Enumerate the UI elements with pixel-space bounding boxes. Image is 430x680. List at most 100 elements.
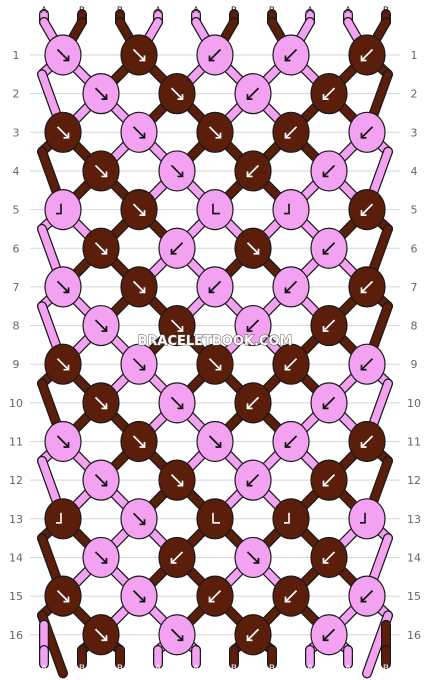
row-label-left: 7	[13, 281, 20, 294]
knot-arrow-icon	[284, 203, 290, 215]
knot-arrow-icon	[56, 48, 70, 62]
knot-arrow-icon	[360, 48, 374, 62]
row-label-right: 6	[411, 242, 418, 255]
bottom-string-label: B	[269, 664, 275, 674]
knot-arrow-icon	[322, 551, 336, 564]
top-string-label: A	[155, 6, 162, 16]
knot-arrow-icon	[246, 628, 260, 642]
row-label-left: 3	[13, 126, 20, 139]
row-label-left: 10	[9, 397, 23, 410]
bottom-string-label: B	[79, 664, 85, 674]
knot-arrow-icon	[94, 474, 108, 487]
knot-arrow-icon	[170, 164, 184, 178]
row-label-left: 16	[9, 629, 23, 642]
knot-arrow-icon	[208, 589, 222, 603]
knot-arrow-icon	[284, 512, 290, 524]
knot-arrow-icon	[212, 512, 220, 524]
knot-arrow-icon	[208, 48, 222, 62]
knot-arrow-icon	[56, 589, 70, 603]
knot-arrow-icon	[322, 242, 336, 255]
knot	[348, 498, 386, 540]
knot-arrow-icon	[284, 126, 298, 139]
knot	[272, 498, 310, 540]
top-string-label: B	[269, 6, 275, 16]
bottom-string-label: A	[193, 664, 200, 674]
knot-arrow-icon	[94, 628, 108, 642]
row-label-left: 8	[13, 320, 20, 333]
knot-grid	[44, 34, 386, 656]
top-string-label: A	[193, 6, 200, 16]
knot-arrow-icon	[132, 126, 146, 139]
knot	[196, 498, 234, 540]
knot	[196, 189, 234, 231]
top-string-label: B	[383, 6, 389, 16]
row-label-left: 12	[9, 474, 23, 487]
knot-arrow-icon	[94, 551, 108, 564]
row-label-left: 15	[9, 590, 23, 603]
knot-arrow-icon	[246, 551, 260, 564]
row-label-right: 13	[407, 513, 421, 526]
knot-arrow-icon	[322, 87, 336, 101]
knot-arrow-icon	[284, 48, 298, 62]
row-label-right: 16	[407, 629, 421, 642]
knot-arrow-icon	[94, 396, 108, 410]
row-label-right: 15	[407, 590, 421, 603]
knot-arrow-icon	[94, 242, 108, 255]
knot-arrow-icon	[208, 126, 222, 139]
knot-arrow-icon	[56, 358, 70, 371]
knot-arrow-icon	[94, 87, 108, 101]
knot-arrow-icon	[284, 280, 298, 294]
knot-arrow-icon	[132, 48, 146, 62]
bottom-string-label: A	[155, 664, 162, 674]
knot-arrow-icon	[322, 396, 336, 410]
row-label-left: 9	[13, 358, 20, 371]
top-string-label: B	[117, 6, 123, 16]
knot-arrow-icon	[284, 589, 298, 603]
knot-arrow-icon	[170, 242, 184, 255]
knot-arrow-icon	[360, 203, 374, 216]
bottom-string-label: B	[231, 664, 237, 674]
knot-arrow-icon	[208, 280, 222, 294]
row-label-left: 14	[9, 551, 23, 564]
row-label-left: 6	[13, 242, 20, 255]
knot-arrow-icon	[322, 164, 336, 178]
knot-arrow-icon	[208, 435, 222, 448]
row-label-right: 10	[407, 397, 421, 410]
bottom-string-label: A	[345, 664, 352, 674]
row-label-right: 5	[411, 204, 418, 217]
knot-arrow-icon	[170, 396, 184, 410]
knot-arrow-icon	[56, 512, 62, 524]
knot-arrow-icon	[94, 164, 108, 178]
row-label-left: 1	[13, 49, 20, 62]
knot-arrow-icon	[322, 319, 336, 332]
knot-arrow-icon	[284, 358, 298, 371]
row-label-right: 9	[411, 358, 418, 371]
bottom-string-label: B	[383, 664, 389, 674]
knot-arrow-icon	[360, 280, 374, 294]
knot-arrow-icon	[132, 358, 146, 371]
knot-arrow-icon	[132, 203, 146, 216]
knot-arrow-icon	[246, 396, 260, 410]
row-label-left: 2	[13, 88, 20, 101]
knot-arrow-icon	[56, 203, 62, 215]
row-label-right: 3	[411, 126, 418, 139]
knot-arrow-icon	[132, 512, 146, 526]
row-label-left: 13	[9, 513, 23, 526]
knot-arrow-icon	[360, 512, 366, 524]
bottom-string-label: A	[307, 664, 314, 674]
top-string-label: A	[345, 6, 352, 16]
row-label-left: 5	[13, 204, 20, 217]
knot-arrow-icon	[360, 126, 374, 139]
top-string-label: B	[79, 6, 85, 16]
row-label-right: 7	[411, 281, 418, 294]
knot	[272, 189, 310, 231]
knot-arrow-icon	[360, 435, 374, 448]
top-string-label: B	[231, 6, 237, 16]
row-label-right: 2	[411, 88, 418, 101]
knot-arrow-icon	[208, 358, 222, 371]
knot-arrow-icon	[322, 628, 336, 642]
row-label-left: 4	[13, 165, 20, 178]
knot-arrow-icon	[132, 280, 146, 294]
